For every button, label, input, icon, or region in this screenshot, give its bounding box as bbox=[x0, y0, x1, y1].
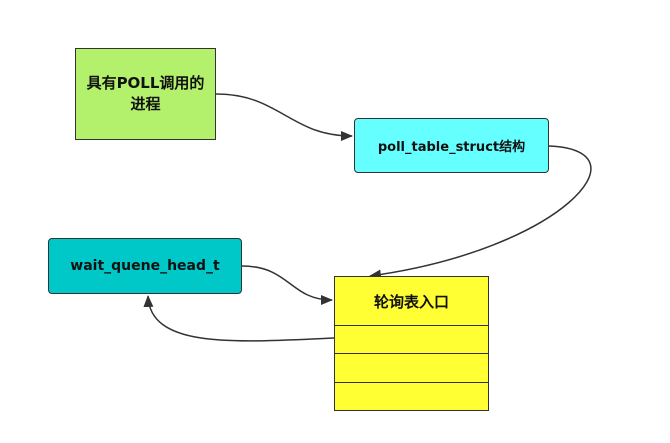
poll-table-entry bbox=[335, 325, 488, 353]
poll-table-entry bbox=[335, 381, 488, 410]
edge-process-to-poll-struct bbox=[215, 93, 353, 141]
wait-queue-head-node: wait_quene_head_t bbox=[48, 238, 242, 294]
poll-table-node: 轮询表入口 bbox=[334, 276, 489, 411]
edge-poll-table-to-wait-head bbox=[143, 295, 335, 342]
poll-table-struct-node: poll_table_struct结构 bbox=[354, 118, 549, 173]
poll-table-header: 轮询表入口 bbox=[373, 292, 449, 311]
poll-table-entry bbox=[335, 353, 488, 381]
edge-wait-head-to-poll-table bbox=[241, 265, 333, 305]
process-node: 具有POLL调用的进程 bbox=[75, 48, 216, 140]
